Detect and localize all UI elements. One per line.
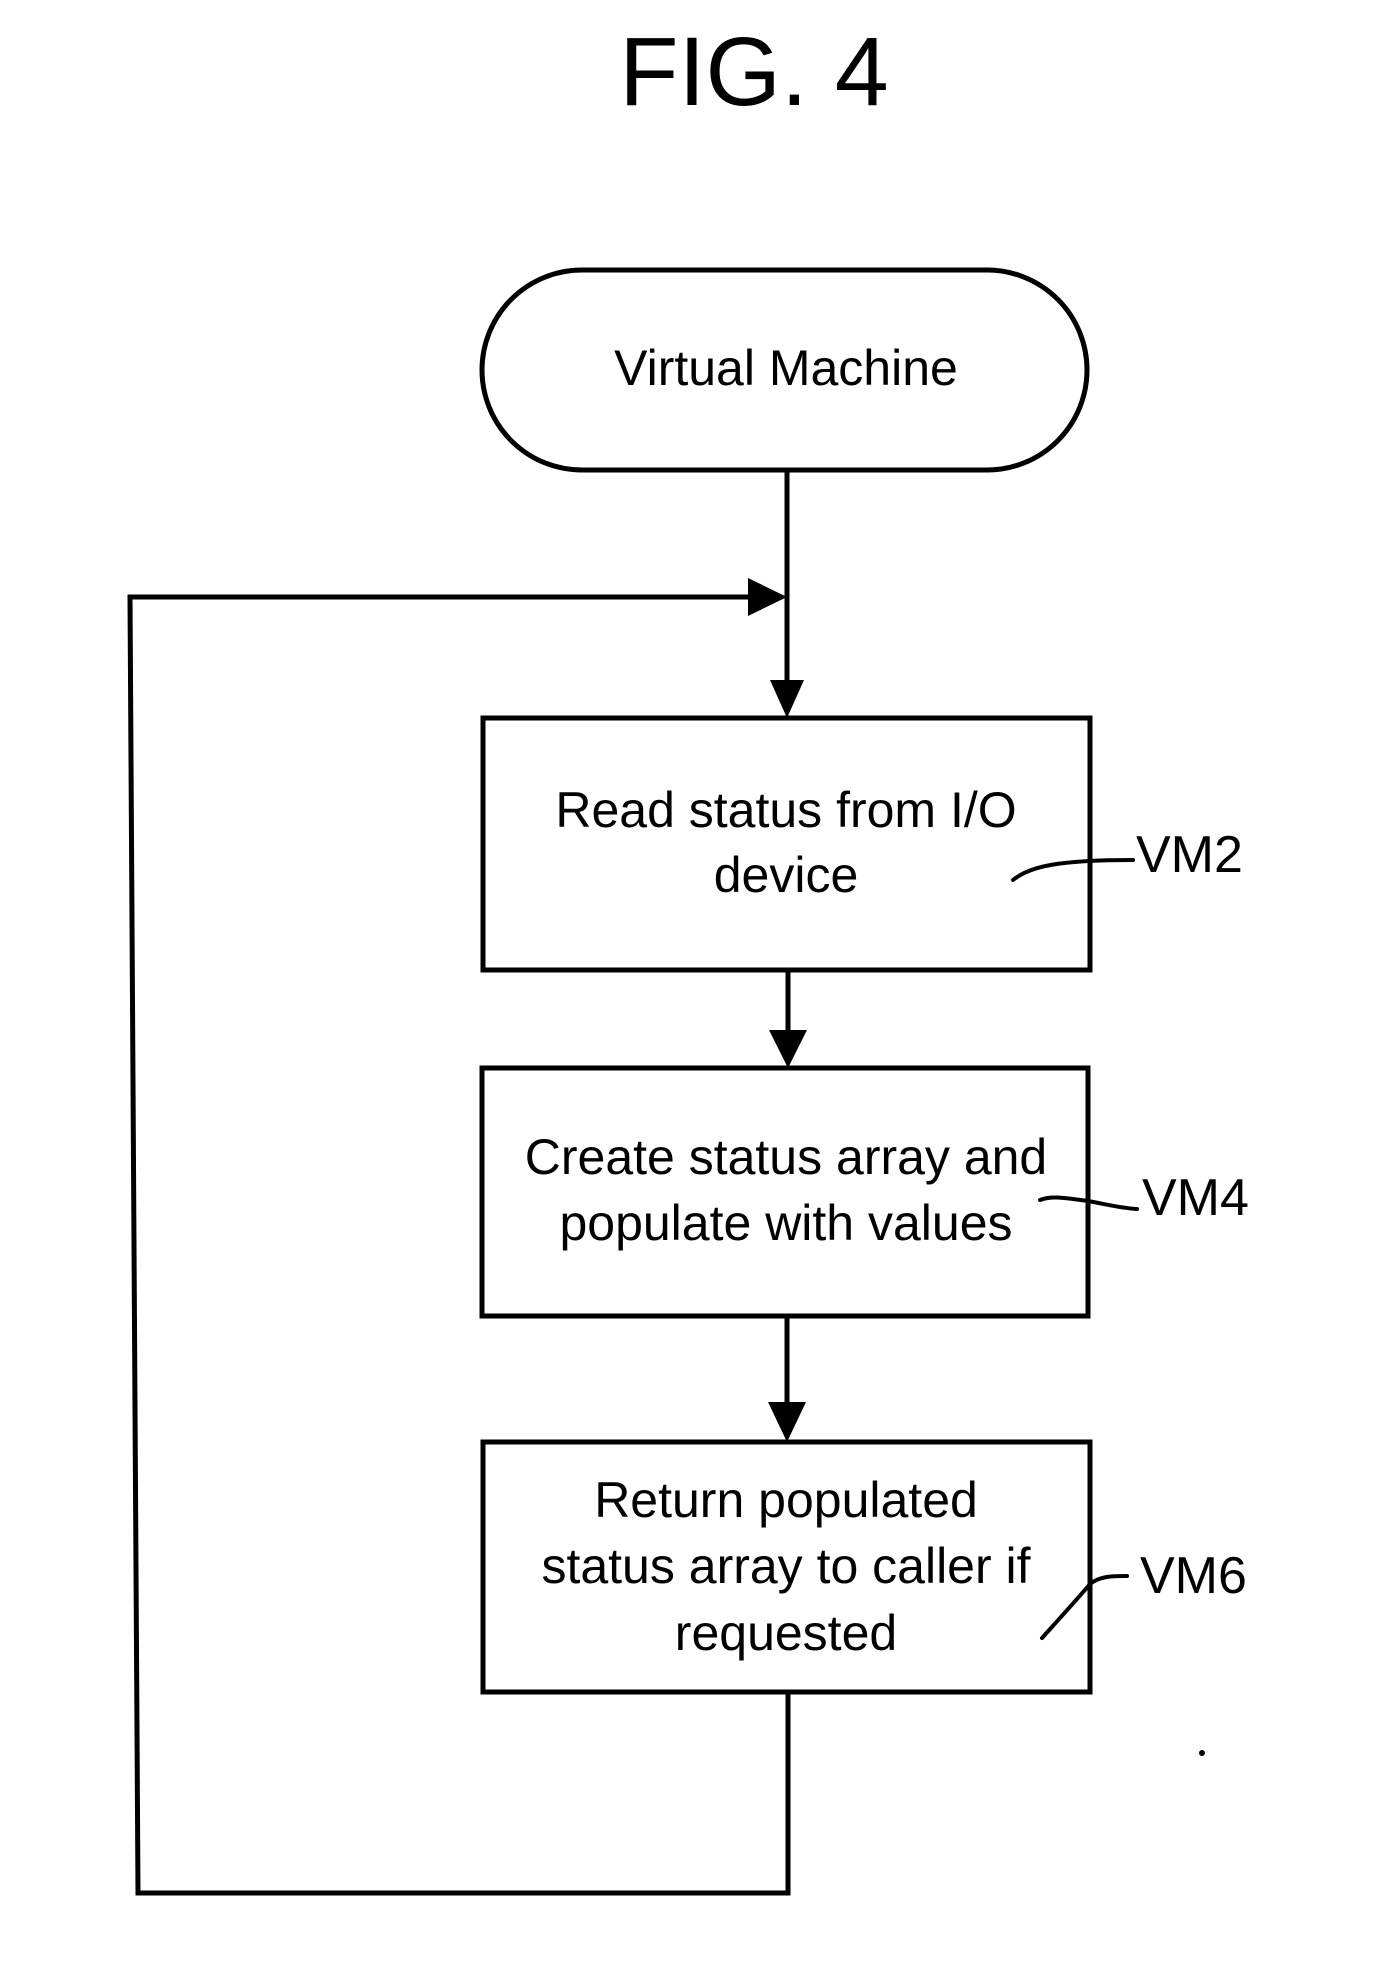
process-text-line: Return populated: [594, 1472, 978, 1528]
arrowhead-down-icon: [770, 680, 804, 718]
node-vm2-process: Read status from I/O device: [483, 718, 1090, 970]
arrowhead-down-icon: [769, 1030, 807, 1068]
process-text-line: device: [714, 847, 859, 903]
scan-artifact-dot: [1199, 1750, 1205, 1756]
node-vm4-process: Create status array and populate with va…: [482, 1068, 1088, 1316]
node-vm6-process: Return populated status array to caller …: [483, 1442, 1090, 1692]
process-text-line: status array to caller if: [541, 1538, 1030, 1594]
process-text-line: requested: [675, 1605, 897, 1661]
arrowhead-right-icon: [748, 578, 787, 616]
ref-label-vm2: VM2: [1136, 826, 1243, 884]
process-text-line: Read status from I/O: [555, 782, 1016, 838]
process-text-line: Create status array and: [525, 1129, 1048, 1185]
process-box: [482, 1068, 1088, 1316]
edge-vm2-to-vm4: [769, 970, 807, 1068]
process-box: [483, 718, 1090, 970]
ref-label-vm6: VM6: [1140, 1547, 1247, 1605]
edge-vm4-to-vm6: [768, 1316, 806, 1442]
terminator-label: Virtual Machine: [614, 340, 958, 396]
figure-title: FIG. 4: [619, 17, 889, 126]
process-text-line: populate with values: [559, 1195, 1012, 1251]
ref-label-vm4: VM4: [1142, 1169, 1249, 1227]
node-start-terminator: Virtual Machine: [482, 270, 1087, 470]
arrowhead-down-icon: [768, 1402, 806, 1442]
